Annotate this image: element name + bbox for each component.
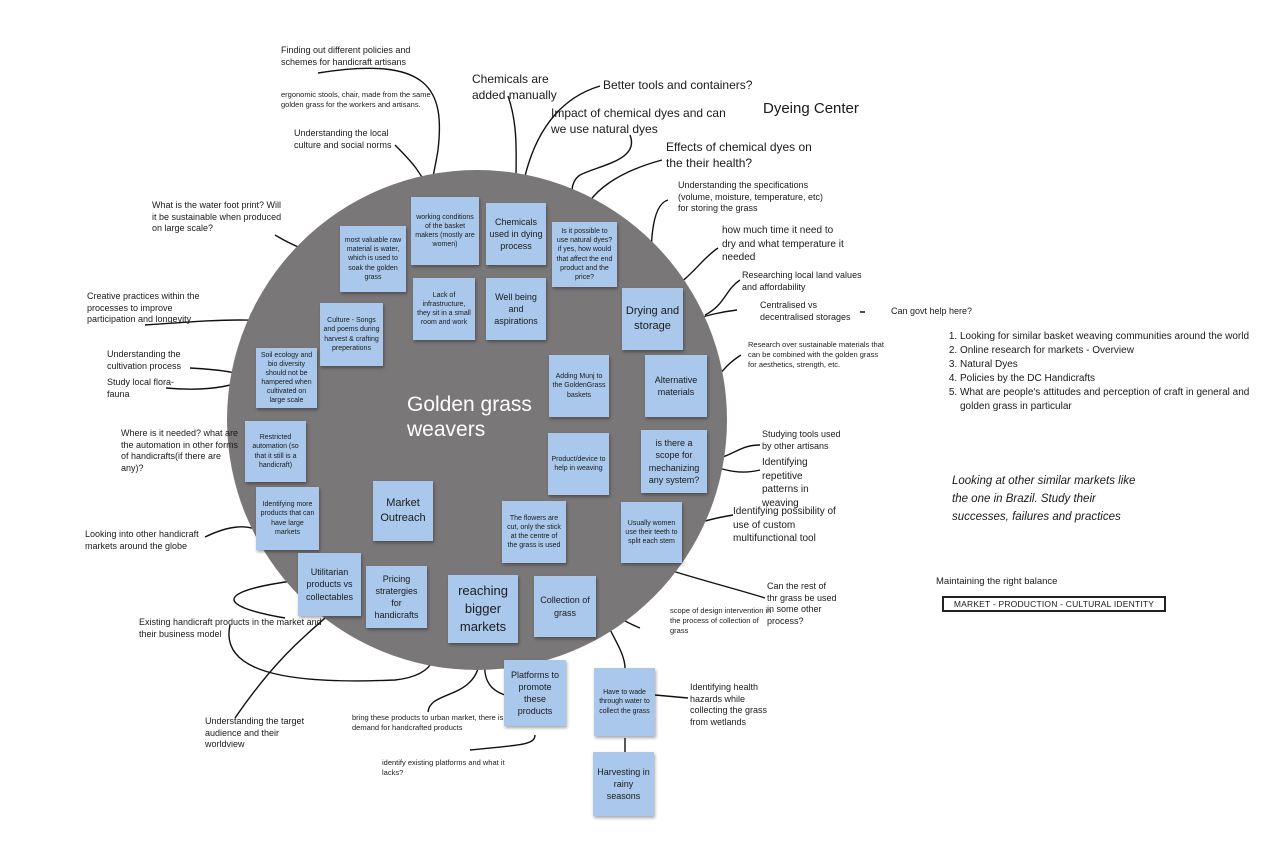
list-item: Looking for similar basket weaving commu… bbox=[960, 330, 1260, 344]
list-item: Online research for markets - Overview bbox=[960, 344, 1260, 358]
note-land-values: Researching local land values and afford… bbox=[742, 270, 862, 292]
sticky-adding-munj[interactable]: Adding Munj to the GoldenGrass baskets bbox=[549, 355, 609, 417]
note-where-needed: Where is it needed? what are the automat… bbox=[121, 428, 239, 474]
sticky-working-conditions[interactable]: working conditions of the basket makers … bbox=[411, 197, 479, 265]
note-studying-tools: Studying tools used by other artisans bbox=[762, 429, 841, 451]
note-flora-fauna: Study local flora-fauna bbox=[107, 377, 175, 399]
note-other-markets: Looking into other handicraft markets ar… bbox=[85, 529, 199, 551]
note-local-culture: Understanding the local culture and soci… bbox=[294, 128, 392, 150]
sticky-lack-infrastructure[interactable]: Lack of infrastructure, they sit in a sm… bbox=[413, 278, 475, 340]
sticky-restricted-automation[interactable]: Restricted automation (so that it still … bbox=[245, 421, 306, 482]
sticky-platforms[interactable]: Platforms to promote these products bbox=[504, 660, 566, 726]
note-time-dry: how much time it need to dry and what te… bbox=[722, 225, 844, 263]
balance-box: MARKET - PRODUCTION - CULTURAL IDENTITY bbox=[942, 596, 1166, 612]
note-urban-market: bring these products to urban market, th… bbox=[352, 713, 504, 733]
sticky-flowers-cut[interactable]: The flowers are cut, only the stick at t… bbox=[502, 501, 566, 563]
note-ergonomic: ergonomic stools, chair, made from the s… bbox=[281, 90, 431, 110]
sticky-utilitarian[interactable]: Utilitarian products vs collectables bbox=[298, 553, 361, 616]
sticky-well-being[interactable]: Well being and aspirations bbox=[486, 278, 546, 340]
sticky-raw-material[interactable]: most valuable raw material is water, whi… bbox=[340, 226, 406, 292]
note-scope-design: scope of design intervention in the proc… bbox=[670, 606, 772, 636]
note-centralised: Centralised vs decentralised storages bbox=[760, 300, 851, 322]
connector bbox=[654, 694, 689, 699]
sticky-wade-water[interactable]: Have to wade through water to collect th… bbox=[594, 668, 655, 736]
note-chem-manual: Chemicals are added manually bbox=[472, 72, 557, 102]
sticky-harvesting[interactable]: Harvesting in rainy seasons bbox=[593, 752, 654, 816]
list-item: What are people's attitudes and percepti… bbox=[960, 386, 1260, 414]
note-existing-products: Existing handicraft products in the mark… bbox=[139, 617, 322, 639]
sticky-soil-ecology[interactable]: Soil ecology and bio diversity should no… bbox=[256, 348, 317, 408]
sticky-chemicals-used[interactable]: Chemicals used in dying process bbox=[486, 203, 546, 265]
note-custom-tool: Identifying possibility of use of custom… bbox=[733, 506, 836, 544]
sticky-culture-songs[interactable]: Culture - Songs and poems during harvest… bbox=[320, 303, 383, 366]
connector bbox=[233, 579, 301, 619]
note-policies: Finding out different policies and schem… bbox=[281, 45, 411, 67]
sticky-identifying-products[interactable]: Identifying more products that can have … bbox=[256, 487, 319, 550]
research-list: Looking for similar basket weaving commu… bbox=[935, 330, 1260, 414]
sticky-natural-dyes[interactable]: Is it possible to use natural dyes? if y… bbox=[552, 222, 617, 287]
sticky-collection-grass[interactable]: Collection of grass bbox=[534, 576, 596, 637]
connector bbox=[704, 279, 741, 316]
note-better-tools: Better tools and containers? bbox=[603, 78, 753, 92]
sticky-scope-mechanizing[interactable]: is there a scope for mechanizing any sys… bbox=[641, 430, 707, 493]
sticky-reaching-markets[interactable]: reaching bigger markets bbox=[448, 575, 518, 643]
note-water-footprint: What is the water foot print? Will it be… bbox=[152, 200, 282, 234]
note-rest-grass: Can the rest of thr grass be used in som… bbox=[767, 581, 837, 627]
sticky-drying-storage[interactable]: Drying and storage bbox=[622, 288, 683, 350]
sticky-pricing[interactable]: Pricing stratergies for handicrafts bbox=[366, 566, 427, 628]
note-research-sustainable: Research over sustainable materials that… bbox=[748, 340, 884, 370]
note-specifications: Understanding the specifications (volume… bbox=[678, 180, 824, 214]
section-label-dyeing-center: Dyeing Center bbox=[763, 100, 859, 117]
connector bbox=[469, 734, 536, 751]
sticky-market-outreach[interactable]: Market Outreach bbox=[373, 481, 433, 541]
note-creative-practices: Creative practices within the processes … bbox=[87, 291, 200, 325]
center-title: Golden grass weavers bbox=[407, 393, 532, 441]
connector bbox=[521, 85, 601, 191]
connector bbox=[427, 659, 481, 713]
list-item: Policies by the DC Handicrafts bbox=[960, 372, 1260, 386]
sticky-usually-women[interactable]: Usually women use their teeth to split e… bbox=[621, 502, 682, 563]
sticky-alternative-materials[interactable]: Alternative materials bbox=[645, 355, 707, 417]
note-target-audience: Understanding the target audience and th… bbox=[205, 716, 305, 750]
note-impact-dyes: Impact of chemical dyes and can we use n… bbox=[551, 106, 726, 136]
note-govt-help: Can govt help here? bbox=[891, 306, 973, 316]
list-item: Natural Dyes bbox=[960, 358, 1260, 372]
italic-note-brazil: Looking at other similar markets like th… bbox=[952, 475, 1136, 523]
note-existing-platforms: identify existing platforms and what it … bbox=[382, 758, 505, 778]
note-repetitive: Identifying repetitive patterns in weavi… bbox=[762, 457, 809, 509]
note-health-hazards: Identifying health hazards while collect… bbox=[690, 682, 768, 728]
balance-label: Maintaining the right balance bbox=[936, 576, 1058, 587]
note-effects-health: Effects of chemical dyes on the their he… bbox=[666, 140, 812, 170]
sticky-product-device[interactable]: Product/device to help in weaving bbox=[548, 433, 609, 495]
note-cultivation: Understanding the cultivation process bbox=[107, 349, 182, 371]
